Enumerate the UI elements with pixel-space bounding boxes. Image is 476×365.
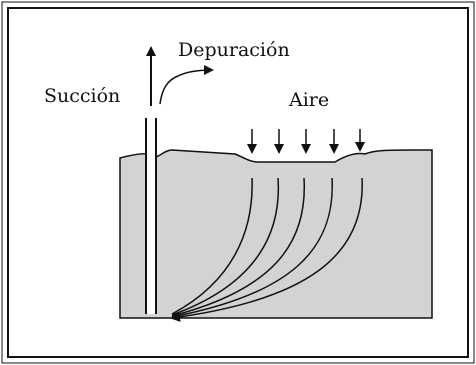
flow-line-3 xyxy=(171,177,306,317)
air-arrows xyxy=(247,129,365,154)
depuration-arrow xyxy=(159,65,214,105)
flow-line-5 xyxy=(170,177,363,322)
flow-line-2 xyxy=(171,177,280,316)
flow-line-4 xyxy=(171,177,333,318)
air-flow-lines xyxy=(170,177,363,322)
flow-line-1 xyxy=(171,177,253,315)
well-interior xyxy=(146,118,156,314)
label-aire: Aire xyxy=(288,89,329,111)
label-succion: Succión xyxy=(44,85,120,107)
inner-frame xyxy=(7,7,469,358)
label-depuracion: Depuración xyxy=(178,39,290,61)
